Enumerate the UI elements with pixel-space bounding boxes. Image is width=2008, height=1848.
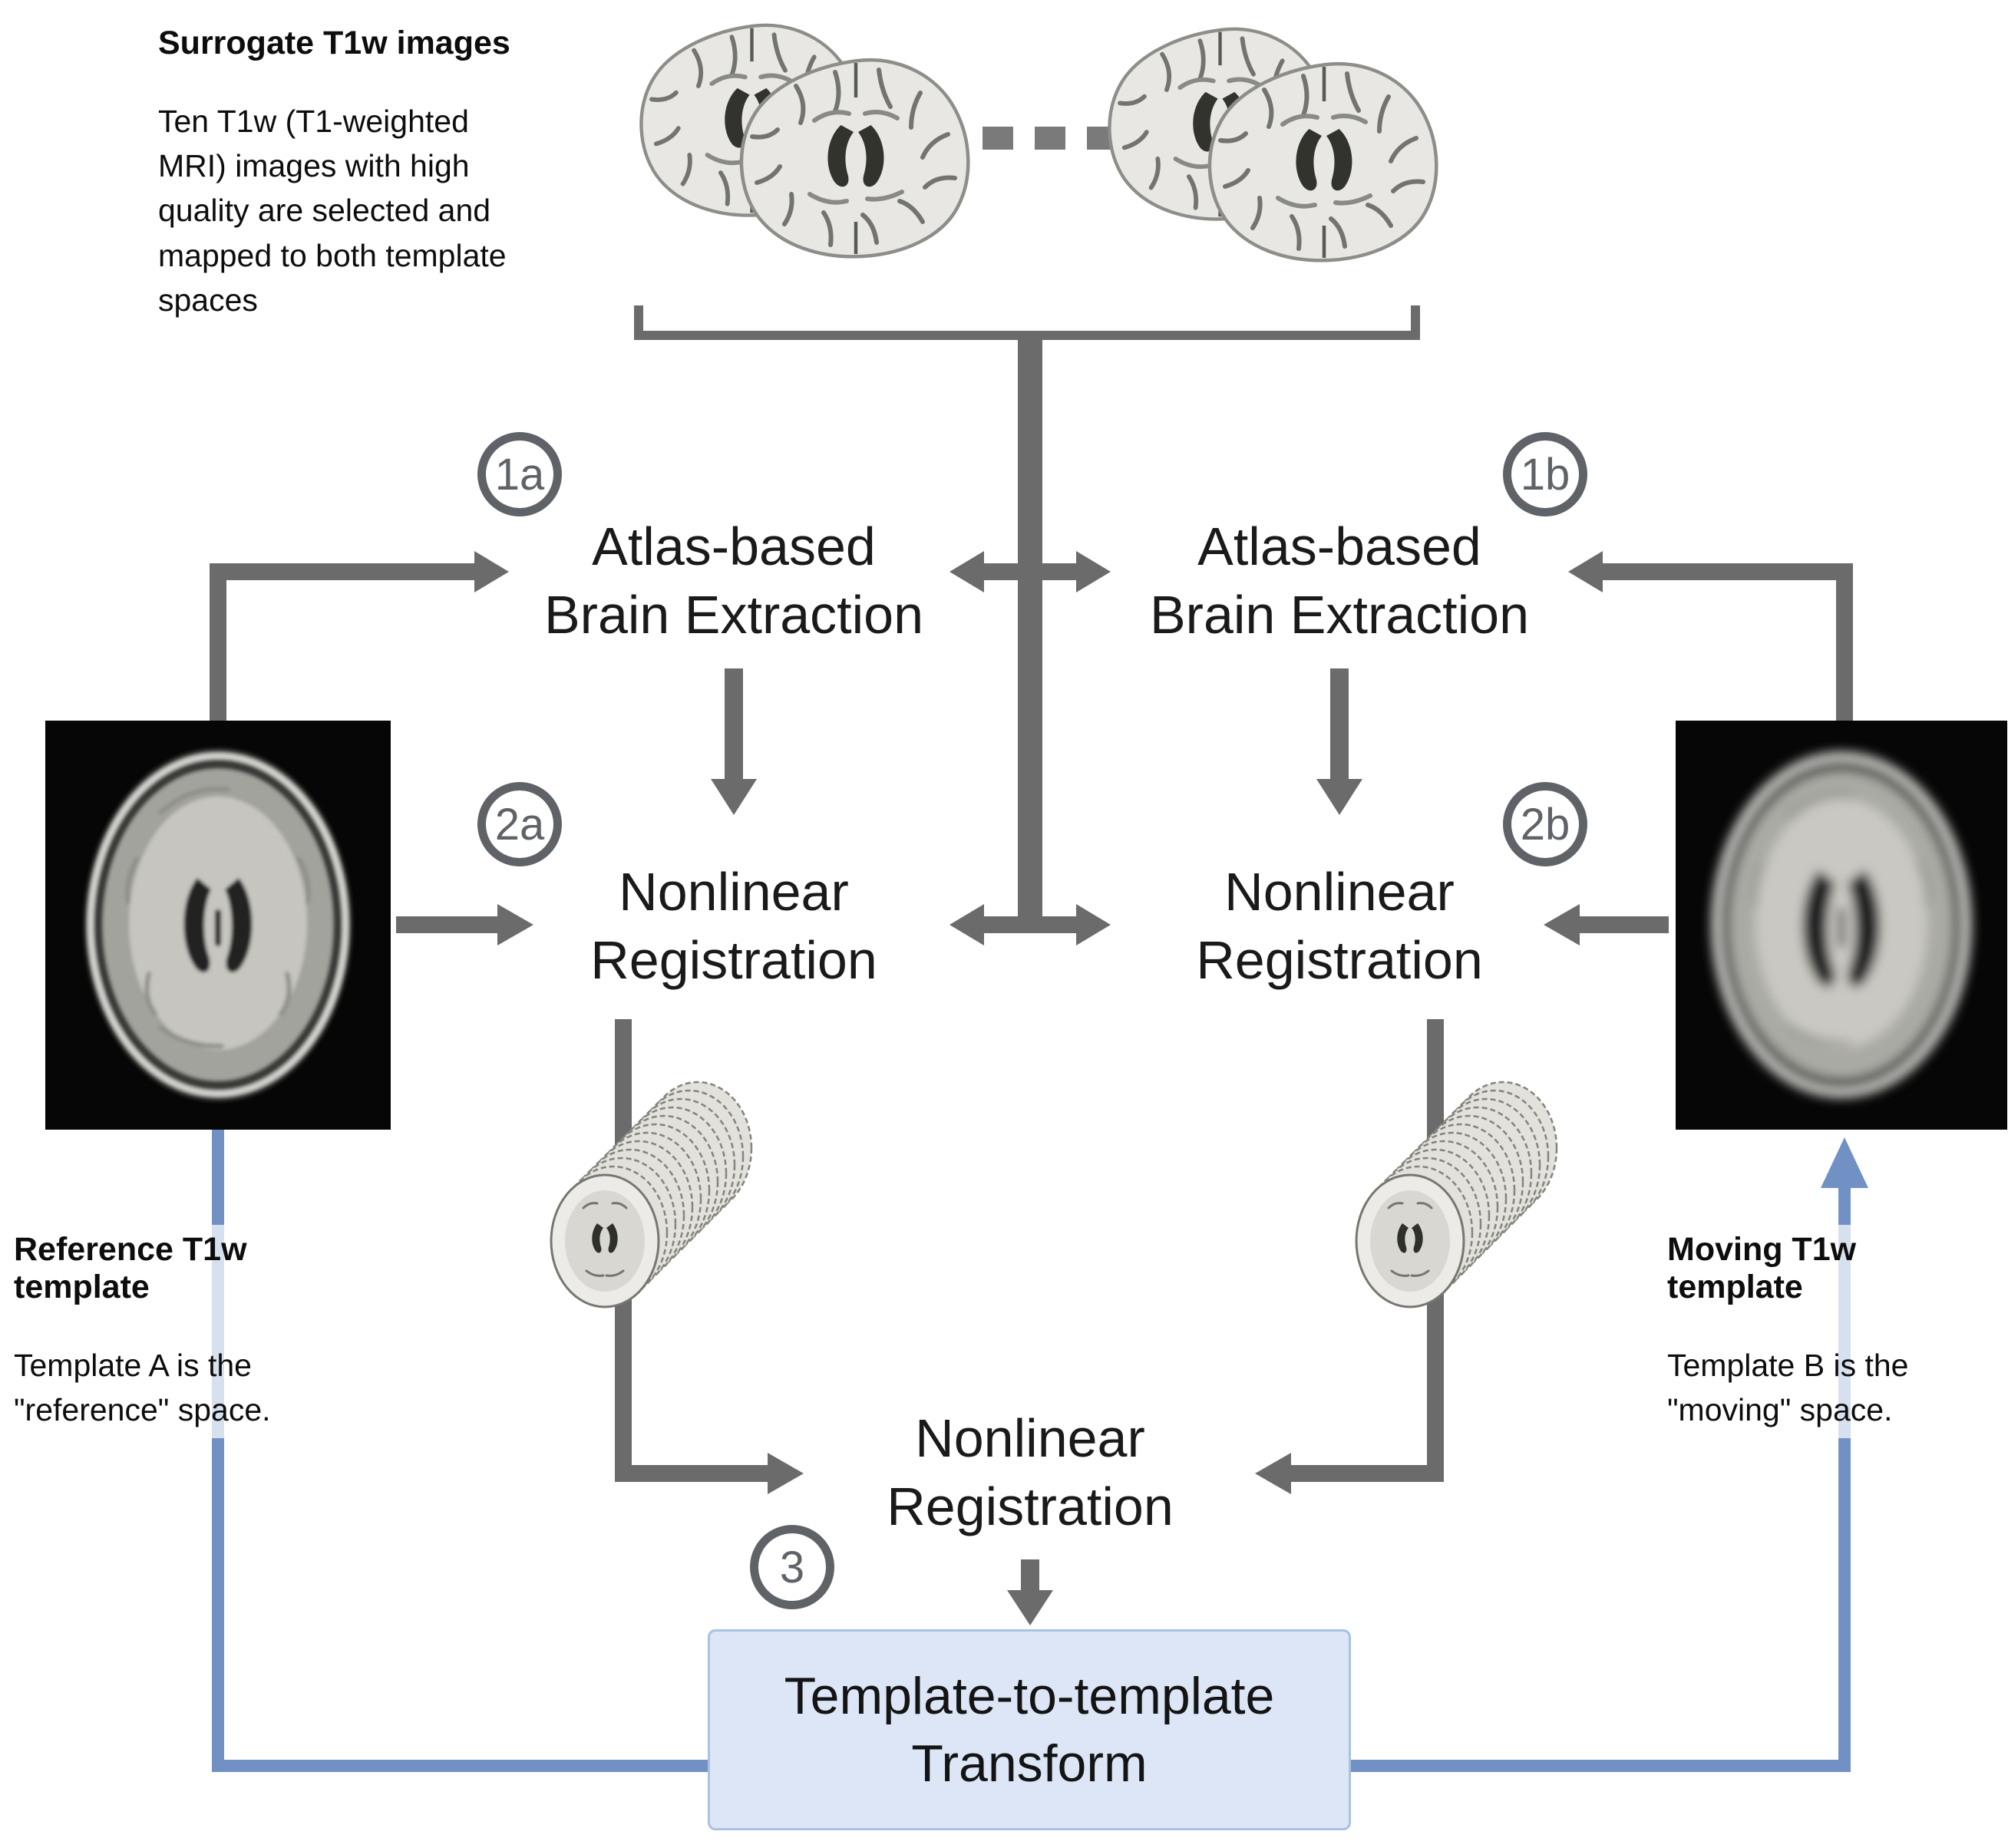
arrow-moving-to-1b bbox=[1568, 551, 1853, 721]
template-to-template-transform-box: Template-to-template Transform bbox=[708, 1629, 1351, 1830]
arrow-1b-to-2b bbox=[1316, 668, 1362, 815]
surrogate-bracket bbox=[634, 305, 1420, 340]
step-2b-badge: 2b bbox=[1503, 782, 1587, 866]
surrogate-note-body: Ten T1w (T1-weighted MRI) images with hi… bbox=[158, 104, 507, 318]
moving-note-title: Moving T1w template bbox=[1667, 1231, 1857, 1305]
step-2b-label: Nonlinear Registration bbox=[1196, 862, 1483, 990]
warped-slice-stack-right bbox=[1338, 1077, 1568, 1315]
surrogate-note: Surrogate T1w images Ten T1w (T1-weighte… bbox=[150, 18, 596, 328]
surrogate-brain-images bbox=[614, 8, 1474, 284]
moving-template-svg bbox=[1676, 721, 2007, 1130]
stack-left-svg bbox=[550, 1081, 753, 1308]
step-2a-label: Nonlinear Registration bbox=[590, 862, 877, 990]
stack-right-svg bbox=[1355, 1081, 1558, 1308]
step-3-badge: 3 bbox=[750, 1525, 834, 1609]
surrogate-note-title: Surrogate T1w images bbox=[158, 25, 510, 61]
step-1a-badge: 1a bbox=[477, 432, 562, 516]
arrow-reference-to-2a bbox=[396, 904, 533, 945]
trunk-arrow-to-1b bbox=[1030, 551, 1111, 592]
arrow-1a-to-2a bbox=[711, 668, 757, 815]
reference-note: Reference T1w template Template A is the… bbox=[6, 1225, 336, 1439]
arrow-moving-to-2b bbox=[1544, 904, 1669, 945]
trunk-arrow-to-1a bbox=[950, 551, 1030, 592]
surrogate-brains-svg bbox=[614, 8, 1474, 284]
reference-note-body: Template A is the "reference" space. bbox=[14, 1348, 271, 1428]
arrow-3-to-output bbox=[1007, 1559, 1053, 1625]
reference-template-svg bbox=[45, 721, 391, 1130]
arrow-reference-to-1a bbox=[210, 551, 509, 721]
trunk-arrow-to-2b bbox=[1030, 904, 1111, 945]
warped-slice-stack-left bbox=[533, 1077, 763, 1315]
step-1b-badge: 1b bbox=[1503, 432, 1587, 516]
reference-template-image bbox=[45, 721, 391, 1130]
step-1a-label: Atlas-based Brain Extraction bbox=[543, 516, 924, 645]
step-1b-label: Atlas-based Brain Extraction bbox=[1149, 516, 1530, 645]
moving-note: Moving T1w template Template B is the "m… bbox=[1660, 1225, 2006, 1439]
moving-template-image bbox=[1676, 721, 2007, 1130]
trunk-arrow-to-2a bbox=[950, 904, 1030, 945]
reference-note-title: Reference T1w template bbox=[14, 1231, 247, 1305]
moving-note-body: Template B is the "moving" space. bbox=[1667, 1348, 1909, 1428]
step-3-label: Nonlinear Registration bbox=[887, 1408, 1174, 1536]
step-2a-badge: 2a bbox=[477, 782, 562, 866]
